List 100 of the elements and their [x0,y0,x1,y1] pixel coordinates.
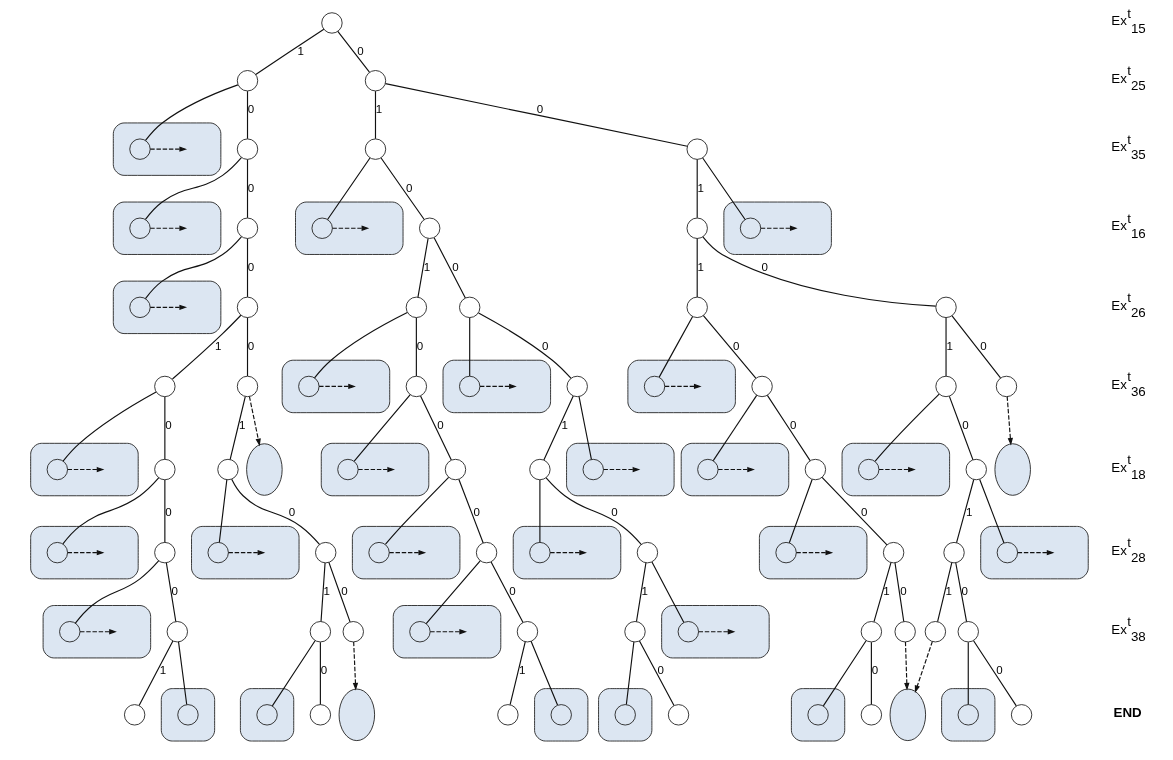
node-circle [550,704,572,726]
arrow [1016,549,1054,556]
arrow [149,225,187,231]
connector [972,640,1017,707]
node-circle [128,217,151,239]
edge-label: 1 [375,102,382,115]
edge-label: 1 [945,339,953,352]
node-circle [667,704,689,726]
connector [788,478,813,544]
connector [650,561,684,624]
connector [870,641,872,706]
node-ellipse [338,688,375,742]
node-circle [342,621,364,643]
edge-label: 0 [961,419,969,432]
cluster [112,201,221,255]
edge-label: 0 [979,339,987,352]
connector [893,562,904,623]
arrow [795,549,833,556]
edge-label: 1 [518,664,525,677]
connector [62,391,157,462]
node-circle [236,375,258,398]
connector [638,640,675,707]
node-circle [153,541,176,564]
cluster [680,442,789,497]
cluster [190,525,299,580]
node-circle [236,296,258,318]
node-circle [894,621,916,643]
node-circle [857,458,879,481]
arrow [877,466,916,473]
arrow [549,549,587,556]
arrow [78,629,117,635]
arrow [149,304,187,311]
connector [821,476,888,546]
node-circle [123,704,145,726]
cluster [112,122,221,176]
node-circle [942,541,965,564]
connector [74,560,159,624]
edge-label: 0 [288,506,295,519]
node-circle [153,458,176,481]
connector [254,28,324,75]
node-circle [207,541,229,564]
connector [319,562,326,623]
arrow [149,146,187,152]
arrow [759,225,798,231]
arrow [914,641,933,694]
connector [477,312,571,379]
connector [374,90,376,140]
edge-label: 1 [322,585,330,598]
edge-label: 0 [871,664,878,677]
node-ellipse [245,443,283,496]
connector [542,395,574,461]
node-circle [739,217,761,239]
connector [336,30,370,73]
node-circle [686,217,708,239]
edge-label: 0 [899,585,907,598]
node-circle [297,375,319,398]
connector [326,157,371,221]
node-circle [774,541,797,564]
node-circle [367,541,390,564]
edge-label: 0 [320,664,327,677]
node-ellipse [993,443,1031,496]
node-circle [458,375,480,398]
connector [425,560,481,625]
connector [701,236,936,307]
cluster [42,605,151,659]
node-circle [444,458,466,481]
node-circle [995,375,1017,398]
edge-label: 0 [405,181,412,194]
connector [246,158,248,219]
cluster [239,688,294,742]
connector [353,394,411,462]
node-circle [128,296,151,318]
edge-label: 0 [247,181,254,194]
connector [246,90,248,140]
node-circle [750,375,773,398]
cluster [841,442,950,497]
node-circle [311,217,333,239]
edge-label: 0 [416,339,423,352]
arrow [717,466,755,473]
edge-label: 1 [238,419,245,432]
cluster [294,201,403,255]
connector [766,394,811,462]
connector [384,83,688,147]
connector [171,314,241,380]
cluster [790,688,845,742]
node-circle [58,621,80,643]
label: END [1113,705,1142,721]
arrow [478,383,517,390]
node-circle [1010,704,1032,726]
cluster [512,525,621,580]
edge-label: 1 [214,339,221,352]
node-circle [364,138,386,160]
node-circle [614,704,636,726]
connector [246,317,248,377]
node-circle [686,296,708,318]
connector [696,158,698,219]
connector [415,317,417,377]
edge-label: 0 [610,506,618,519]
edge-label: 1 [697,260,704,273]
arrow [429,629,467,635]
